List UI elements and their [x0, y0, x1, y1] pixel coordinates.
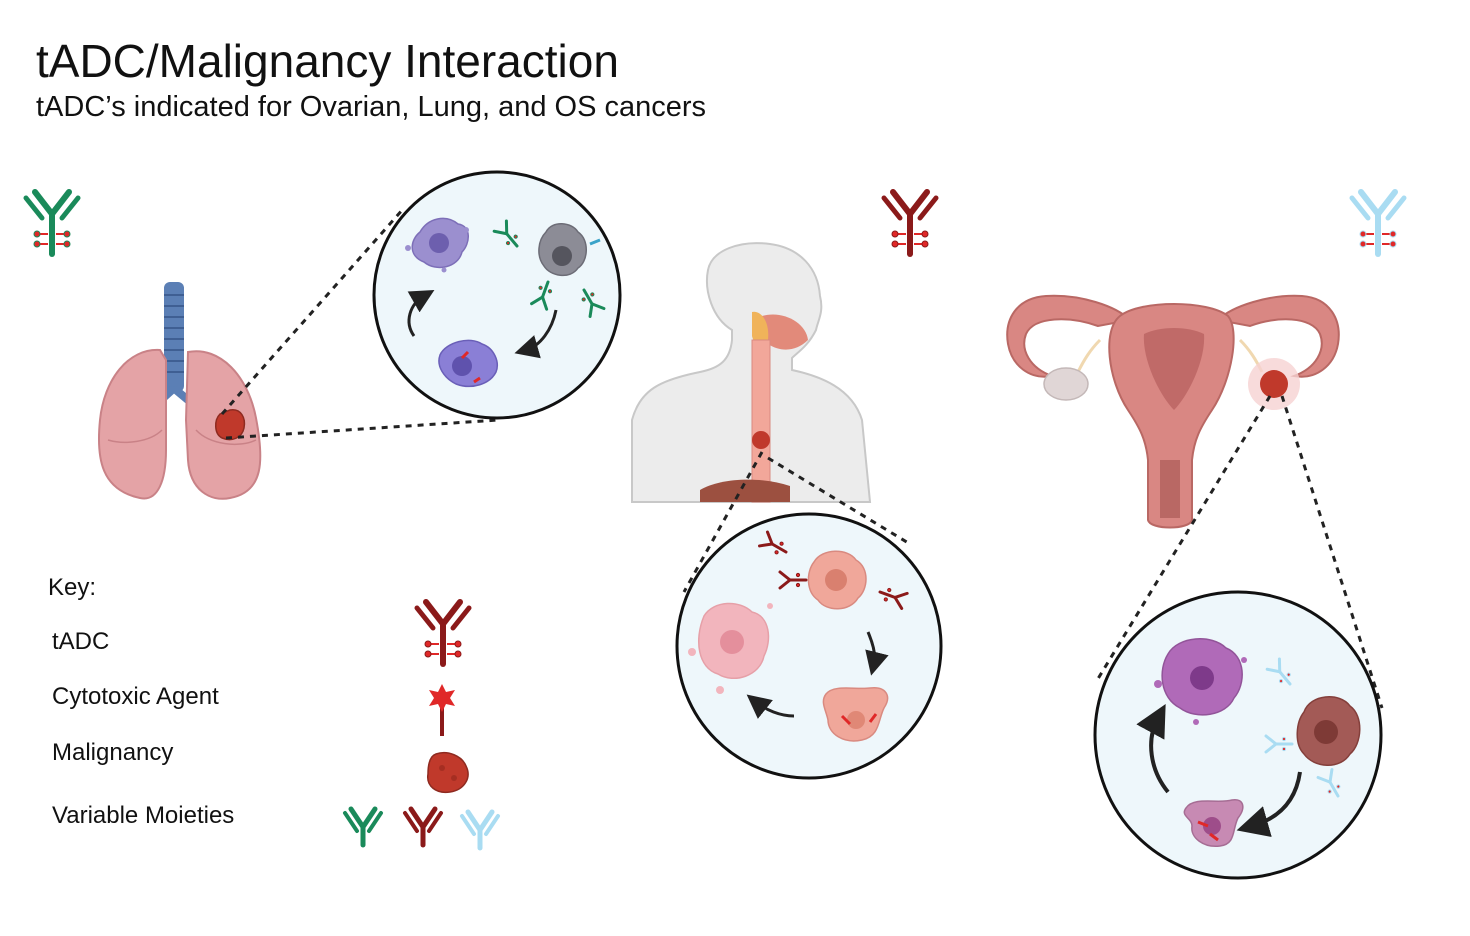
zoom-line — [225, 418, 499, 440]
antibody-icon — [417, 602, 469, 664]
key-title: Key: — [48, 574, 97, 601]
cytotoxic-agent-icon — [429, 684, 455, 736]
ovary-zoom-circle — [1093, 590, 1383, 880]
lung-tumor — [215, 409, 246, 441]
page-title: tADC/Malignancy Interaction — [36, 35, 619, 87]
key-label-malignancy: Malignancy — [52, 739, 174, 766]
esophagus-tumor — [752, 431, 770, 449]
antibody-variants-icon — [345, 809, 498, 848]
key-label-tadc: tADC — [52, 628, 110, 655]
lung-illustration — [97, 282, 262, 500]
lung-zoom-circle — [372, 170, 622, 420]
red-antibody-icon — [884, 192, 936, 254]
body-illustration — [631, 242, 872, 503]
page-subtitle: tADC’s indicated for Ovarian, Lung, and … — [36, 91, 707, 123]
green-antibody-icon — [26, 192, 78, 254]
esophagus-zoom-circle — [675, 512, 943, 780]
uterus-illustration — [1006, 294, 1340, 529]
zoom-line — [220, 207, 406, 415]
ovary-tumor — [1260, 370, 1288, 398]
zoom-line — [1094, 395, 1272, 683]
zoom-line — [767, 456, 911, 546]
key-label-cytotoxic-agent: Cytotoxic Agent — [52, 683, 219, 710]
zoom-line — [682, 451, 764, 593]
key-label-variable-moieties: Variable Moieties — [52, 802, 235, 829]
tumor-icon — [427, 752, 469, 794]
blue-antibody-icon — [1352, 192, 1404, 254]
